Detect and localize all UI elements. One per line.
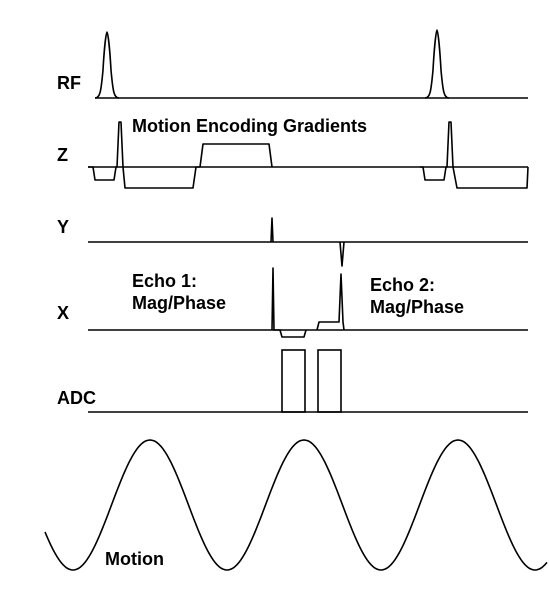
echo-1-label: Echo 1: Mag/Phase [132,270,226,314]
x-readout-echo-1 [271,267,307,338]
echo-2-label: Echo 2: Mag/Phase [370,274,464,318]
z-label: Z [57,145,68,165]
echo-1-subtitle: Mag/Phase [132,293,227,313]
y-gradient-blip-2 [339,241,345,267]
x-readout-echo-2 [316,273,345,331]
z-slice-select-2 [420,121,529,189]
adc-label: ADC [57,388,96,408]
rf-label: RF [57,73,81,93]
x-label: X [57,303,70,323]
adc-window-2 [317,349,342,413]
echo-2-subtitle: Mag/Phase [370,297,465,317]
rf-pulse-1 [94,31,120,99]
y-gradient-blip [270,217,274,243]
adc-window-1 [281,349,306,413]
motion-label: Motion [105,549,164,569]
rf-pulse-2 [424,29,450,99]
z-slice-select-1 [88,121,273,189]
motion-waveform [44,439,548,571]
echo-1-title: Echo 1: [132,271,198,291]
y-label: Y [57,217,70,237]
motion-encoding-label: Motion Encoding Gradients [132,116,367,136]
echo-2-title: Echo 2: [370,275,436,295]
